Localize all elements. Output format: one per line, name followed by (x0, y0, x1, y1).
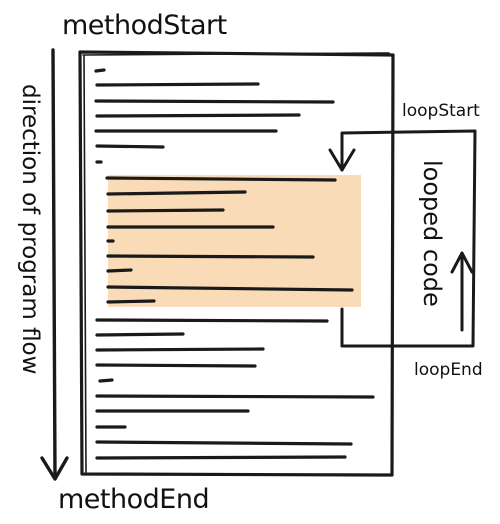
code-line (106, 299, 156, 304)
code-line (95, 363, 257, 368)
method-end-label: methodEnd (58, 484, 210, 515)
code-line (106, 208, 225, 213)
code-lines (94, 68, 375, 460)
code-line (95, 144, 165, 149)
looped-code-label: looped code (418, 160, 446, 307)
code-line (95, 394, 375, 399)
code-line (95, 455, 347, 460)
method-start-label: methodStart (62, 10, 227, 41)
method-page-outline (78, 50, 395, 477)
loop-end-label: loopEnd (414, 360, 483, 380)
loop-bracket (328, 129, 477, 348)
code-line (95, 332, 185, 337)
direction-of-flow-label: direction of program flow (17, 84, 43, 375)
code-line (94, 99, 335, 104)
code-line (95, 318, 329, 323)
code-line (98, 378, 114, 383)
loop-start-label: loopStart (402, 101, 480, 121)
code-line (95, 82, 260, 87)
code-line (106, 285, 354, 292)
code-line (94, 68, 106, 73)
looped-code-highlight (108, 175, 361, 307)
code-line (95, 347, 265, 352)
program-flow-arrow (40, 48, 69, 481)
code-line (106, 190, 247, 196)
code-line (95, 440, 353, 446)
code-line (106, 268, 133, 273)
code-line (95, 113, 301, 118)
code-line (105, 176, 337, 182)
code-line (106, 254, 315, 259)
